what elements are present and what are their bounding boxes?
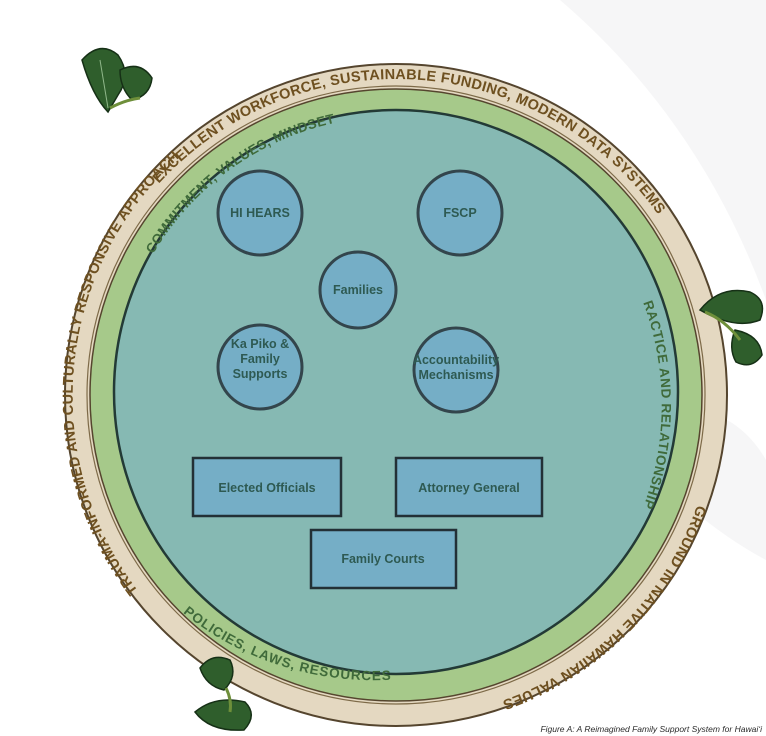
svg-text:Families: Families <box>333 283 383 297</box>
figure-caption: Figure A: A Reimagined Family Support Sy… <box>540 724 763 734</box>
node-label-line: Mechanisms <box>418 368 493 382</box>
node-label-line: Accountability <box>413 353 499 367</box>
box-family-courts: Family Courts <box>309 528 458 590</box>
svg-text:HI HEARS: HI HEARS <box>230 206 290 220</box>
svg-text:Attorney General: Attorney General <box>418 481 519 495</box>
svg-text:Elected Officials: Elected Officials <box>218 481 315 495</box>
taro-leaf-top-left-icon <box>81 47 153 114</box>
node-families: Families <box>318 250 398 330</box>
taro-leaf-right-icon <box>698 289 764 366</box>
taro-leaf-bottom-left-icon <box>193 656 252 731</box>
box-attorney-general: Attorney General <box>394 456 544 518</box>
node-fscp: FSCP <box>416 169 504 257</box>
box-elected-officials: Elected Officials <box>191 456 343 518</box>
node-hi-hears: HI HEARS <box>216 169 304 257</box>
node-label-line: Family <box>240 352 280 366</box>
svg-text:Family Courts: Family Courts <box>341 552 424 566</box>
node-label-line: Supports <box>233 367 288 381</box>
svg-text:FSCP: FSCP <box>443 206 476 220</box>
node-label-line: Ka Piko & <box>231 337 289 351</box>
